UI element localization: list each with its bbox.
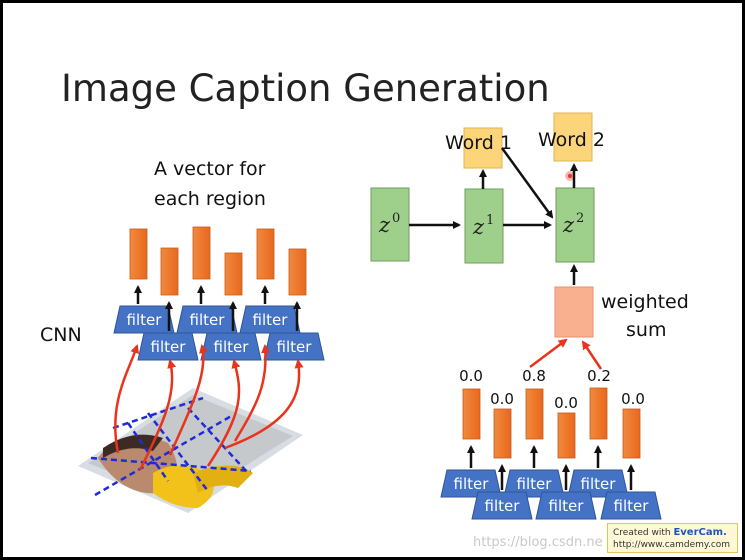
region-caption-line1: A vector for (154, 158, 266, 180)
attention-weight-1: 0.0 (459, 367, 483, 385)
cnn-filter-front-3: filter (263, 332, 325, 361)
region-vector-2 (160, 247, 179, 296)
cnn-filter-back-3-label: filter (253, 311, 289, 329)
cnn-label: CNN (40, 324, 82, 346)
attn-filter-back-3-label: filter (581, 475, 617, 493)
region-vector-6 (288, 248, 307, 296)
weighted-sum-line1: weighted (601, 291, 689, 313)
attention-weight-4: 0.0 (554, 394, 578, 412)
attn-filter-front-1-label: filter (485, 497, 521, 515)
image-to-filter-arrows (114, 344, 304, 471)
attn-filter-back-3: filter (567, 469, 629, 498)
cnn-filter-front-1: filter (137, 332, 199, 361)
attn-vector-5 (589, 387, 608, 440)
attn-filter-front-2-label: filter (549, 497, 585, 515)
z0-state: z 0 (370, 187, 410, 262)
svg-text:z: z (378, 213, 391, 237)
weighted-sum-line2: sum (626, 319, 666, 341)
evercam-badge: Created with EverCam. http://www.camdemy… (607, 523, 738, 553)
slide: Image Caption Generation A vector for ea… (3, 3, 742, 557)
svg-text:0: 0 (392, 211, 400, 226)
attn-vector-4 (557, 412, 576, 459)
attn-vector-6 (622, 408, 641, 459)
attn-filter-back-2-label: filter (517, 475, 553, 493)
word2-label: Word 2 (538, 129, 605, 151)
diagram: Image Caption Generation A vector for ea… (40, 67, 689, 520)
attn-vector-2 (493, 408, 512, 459)
attention-arrows (529, 338, 603, 370)
slide-title: Image Caption Generation (61, 67, 550, 110)
region-vector-4 (224, 252, 243, 296)
svg-text:z: z (472, 215, 485, 239)
attention-weight-6: 0.0 (621, 390, 645, 408)
cnn-filter-back-1-label: filter (127, 311, 163, 329)
word1-label: Word 1 (445, 132, 512, 154)
region-vector-5 (256, 228, 275, 280)
watermark: https://blog.csdn.ne (473, 535, 603, 550)
attn-filter-back-2: filter (503, 469, 565, 498)
attn-filter-back-1-label: filter (454, 475, 490, 493)
cnn-filter-back-2: filter (176, 305, 238, 334)
attn-filter-front-3: filter (600, 491, 662, 520)
region-vector-3 (192, 226, 211, 280)
cnn-filter-front-2-label: filter (214, 338, 250, 356)
cnn-filter-front-2: filter (200, 332, 262, 361)
attn-vector-1 (462, 388, 481, 440)
word1-box: Word 1 (445, 127, 512, 169)
attn-filter-front-2: filter (535, 491, 597, 520)
svg-text:1: 1 (486, 213, 494, 228)
attention-weight-3: 0.8 (522, 367, 546, 385)
region-vector-1 (129, 228, 148, 280)
attention-weight-2: 0.0 (490, 390, 514, 408)
attention-weight-5: 0.2 (587, 367, 611, 385)
z2-state: z 2 (555, 187, 595, 263)
attn-filter-front-3-label: filter (614, 497, 650, 515)
cnn-filter-back-3: filter (239, 305, 301, 334)
weighted-sum-box: weighted sum (554, 286, 689, 341)
attention-filters: filter filter filter 0.0 0.0 0.8 0.0 0.2 0.0 filt… (440, 367, 662, 520)
cnn-filter-front-1-label: filter (151, 338, 187, 356)
cnn-filter-back-1: filter (113, 305, 175, 334)
svg-text:2: 2 (576, 211, 584, 226)
z1-state: z 1 (464, 188, 504, 264)
attn-vector-3 (525, 388, 544, 440)
cnn-filter-front-3-label: filter (277, 338, 313, 356)
attn-filter-back-1: filter (440, 469, 502, 498)
svg-text:z: z (562, 213, 575, 237)
decoder-arrows (409, 147, 578, 285)
region-caption-line2: each region (154, 188, 266, 210)
cnn-filter-back-2-label: filter (190, 311, 226, 329)
word2-box: Word 2 (538, 112, 605, 162)
attn-filter-front-1: filter (471, 491, 533, 520)
